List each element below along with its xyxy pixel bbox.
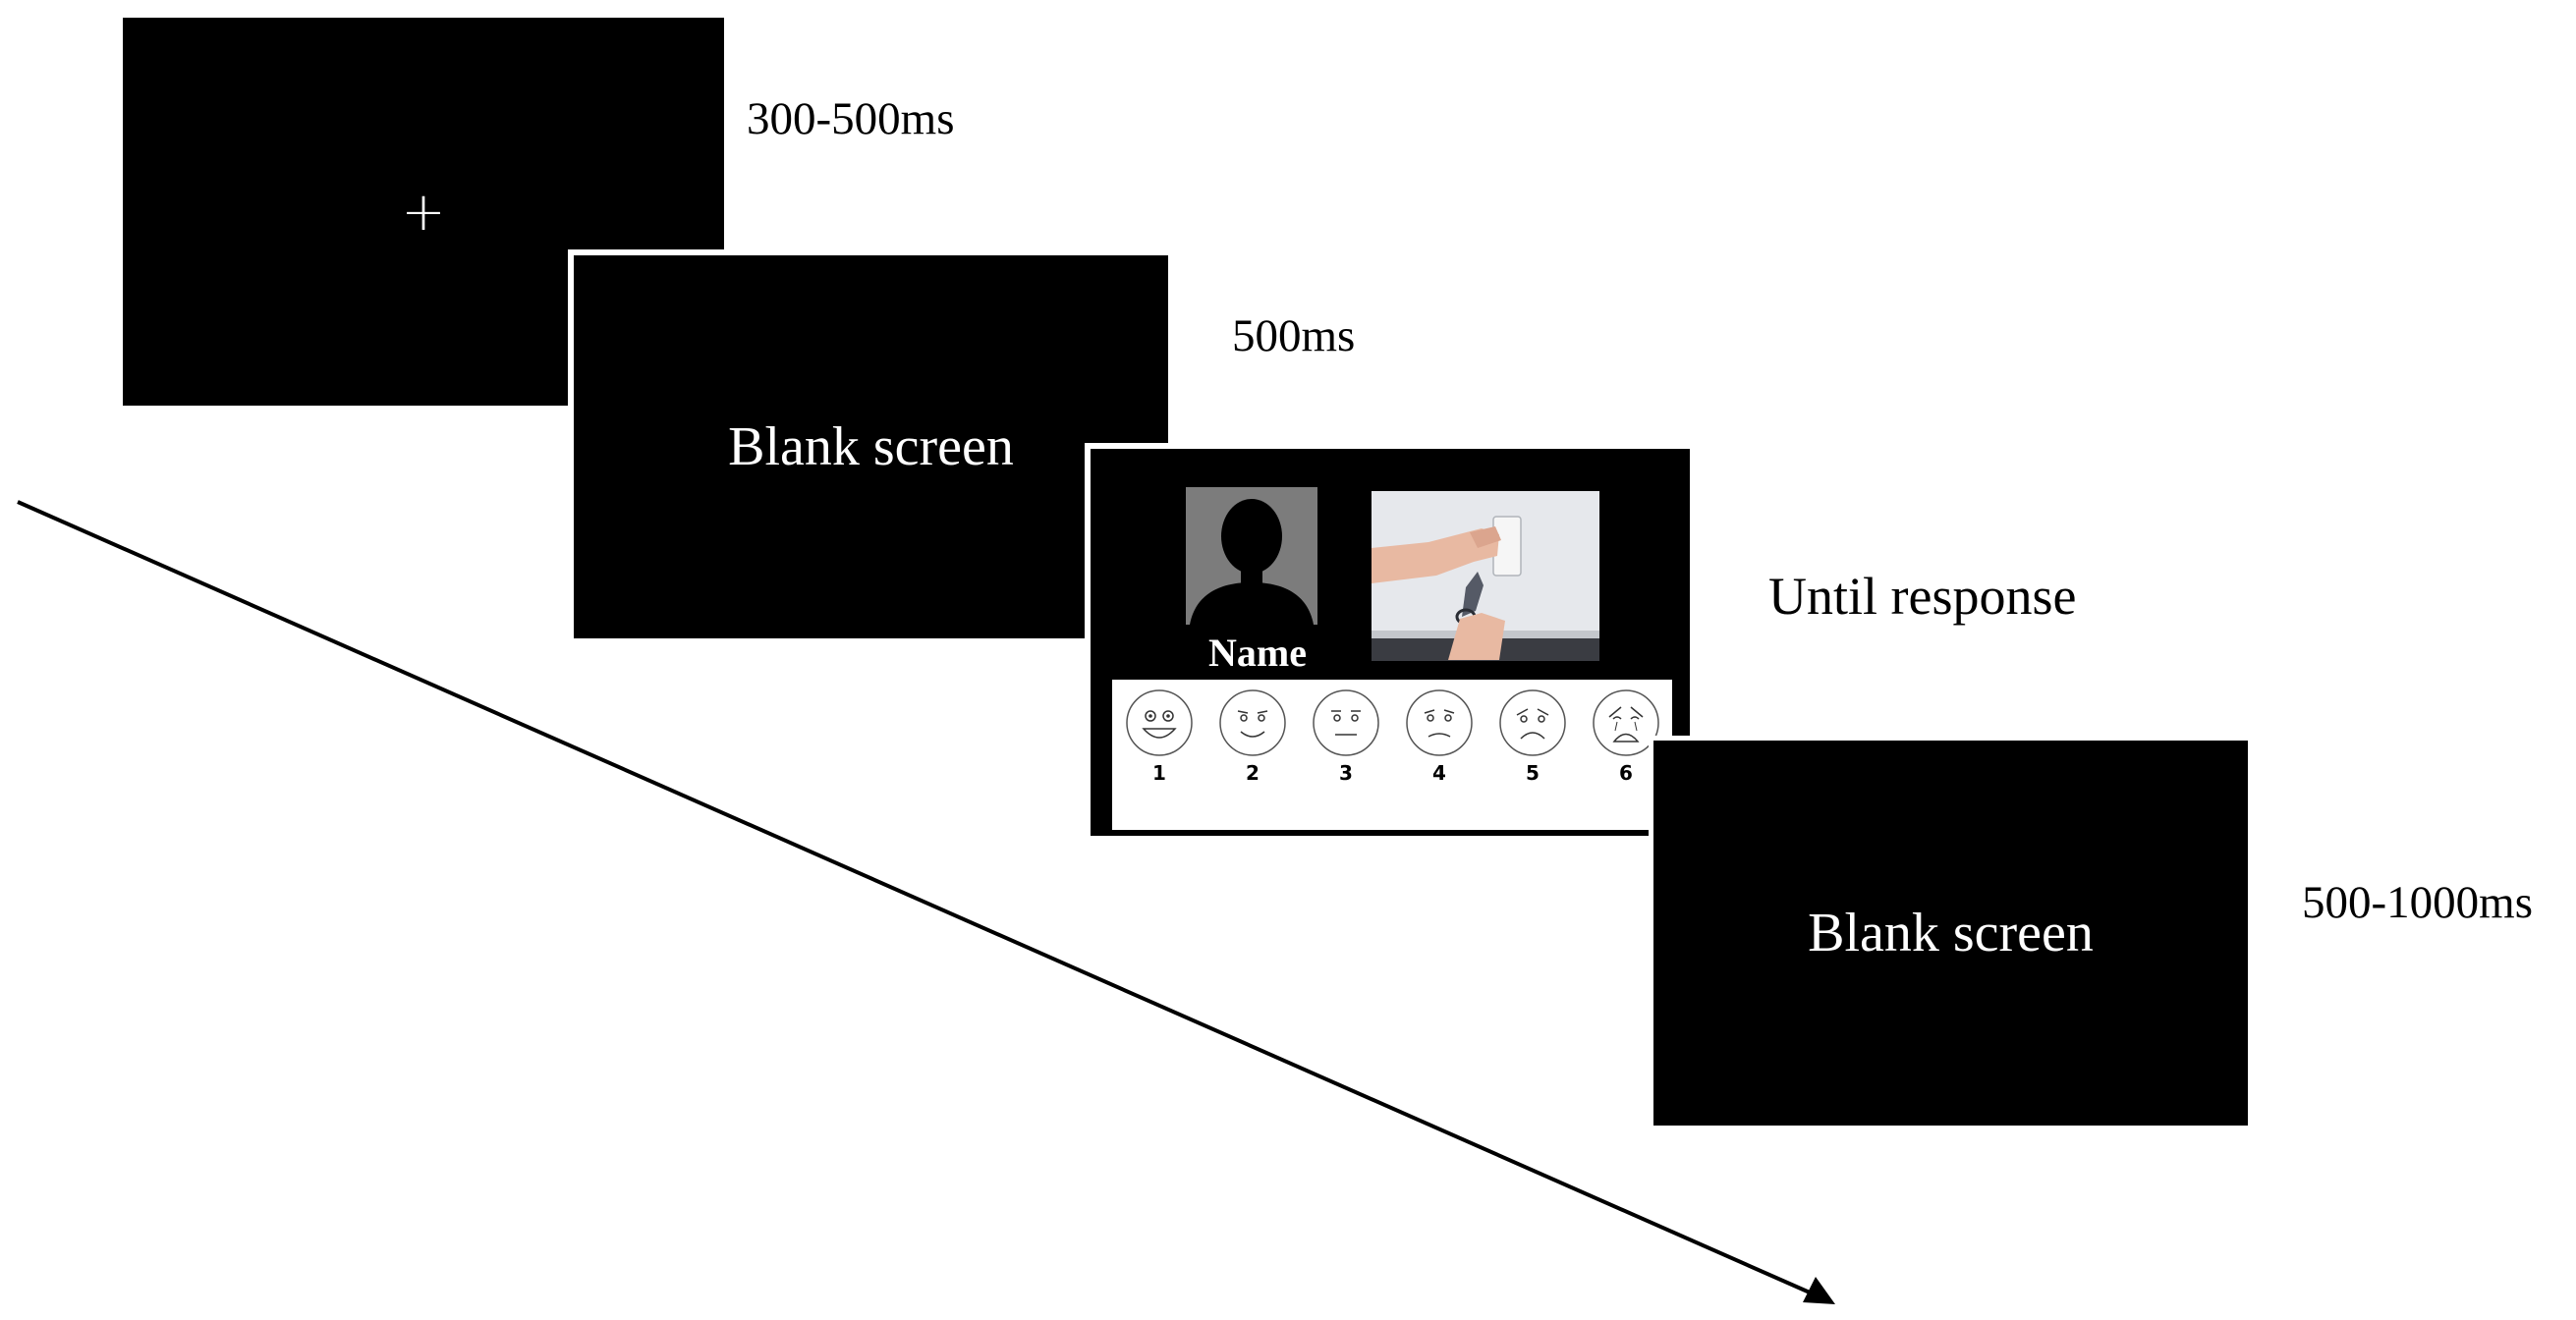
rating-number: 4 bbox=[1432, 761, 1446, 785]
stimulus-screen: Name 1 2 bbox=[1085, 443, 1696, 842]
rating-option-1[interactable]: 1 bbox=[1114, 688, 1204, 784]
neutral-face-icon bbox=[1313, 689, 1379, 756]
hand-cutting-scissors-image bbox=[1372, 491, 1599, 661]
smiling-face-icon bbox=[1219, 689, 1286, 756]
blank-2-duration-label: 500-1000ms bbox=[2302, 877, 2533, 928]
blank-1-duration-label: 500ms bbox=[1232, 310, 1356, 361]
fixation-cross: + bbox=[401, 181, 446, 243]
blank-screen-label: Blank screen bbox=[1808, 903, 2094, 963]
rating-number: 1 bbox=[1152, 761, 1166, 785]
name-label: Name bbox=[1208, 631, 1307, 675]
fixation-duration-label: 300-500ms bbox=[747, 93, 955, 144]
rating-option-6[interactable]: 6 bbox=[1581, 688, 1671, 784]
rating-scale: 1 2 3 bbox=[1112, 680, 1672, 830]
rating-number: 5 bbox=[1526, 761, 1540, 785]
rating-option-3[interactable]: 3 bbox=[1301, 688, 1391, 784]
rating-option-4[interactable]: 4 bbox=[1394, 688, 1484, 784]
sad-face-icon bbox=[1499, 689, 1566, 756]
rating-option-5[interactable]: 5 bbox=[1487, 688, 1578, 784]
stimulus-duration-label: Until response bbox=[1768, 567, 2077, 626]
person-silhouette-image bbox=[1186, 487, 1317, 625]
rating-number: 2 bbox=[1246, 761, 1260, 785]
crying-face-icon bbox=[1593, 689, 1659, 756]
blank-screen-2: Blank screen bbox=[1649, 736, 2253, 1130]
blank-screen-1: Blank screen bbox=[568, 249, 1174, 644]
rating-number: 6 bbox=[1619, 761, 1633, 785]
rating-option-2[interactable]: 2 bbox=[1207, 688, 1298, 784]
rating-number: 3 bbox=[1339, 761, 1353, 785]
blank-screen-label: Blank screen bbox=[728, 416, 1014, 477]
laughing-face-icon bbox=[1126, 689, 1193, 756]
slightly-sad-face-icon bbox=[1406, 689, 1473, 756]
